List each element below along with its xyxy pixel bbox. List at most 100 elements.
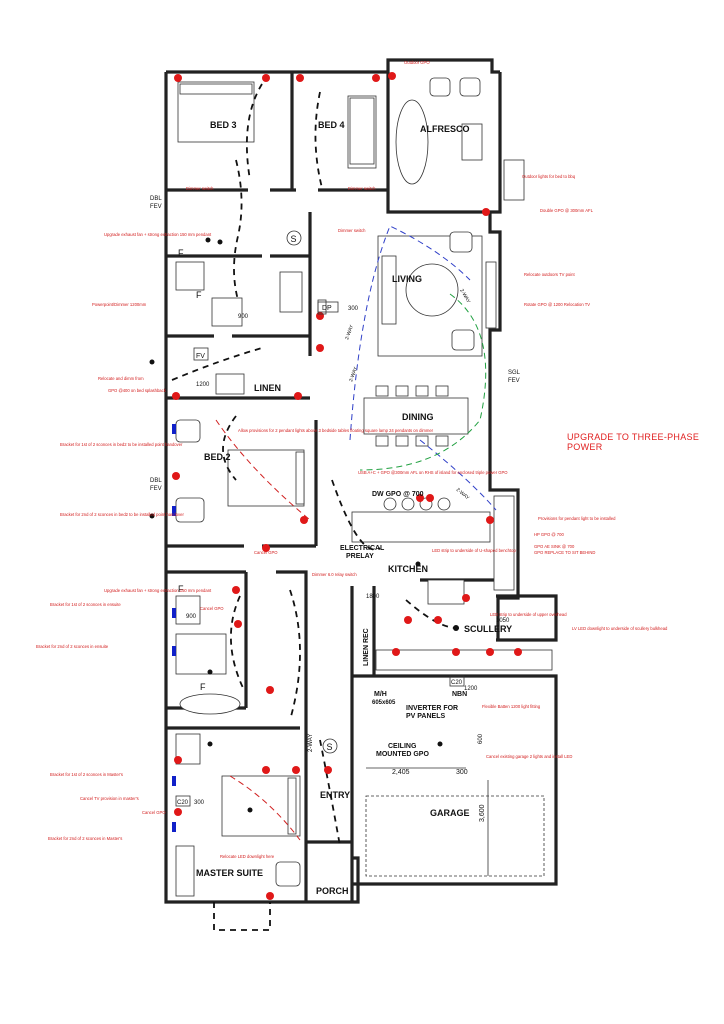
c20-label: C20 [177, 800, 189, 806]
svg-text:GPO @400 on bed splashback: GPO @400 on bed splashback [108, 388, 167, 393]
room-prelay: PRELAY [346, 553, 374, 560]
svg-text:2-WAY: 2-WAY [348, 366, 359, 383]
svg-text:Cancel GPO: Cancel GPO [254, 550, 278, 555]
data-point [172, 424, 176, 434]
svg-text:GPO AE SINK @ 700: GPO AE SINK @ 700 [534, 544, 575, 549]
svg-text:USB A+C + GPO @300mm AFL on RH: USB A+C + GPO @300mm AFL on RHS of islan… [358, 470, 508, 475]
sgl-fev-label: SGL [508, 370, 521, 376]
svg-text:S: S [291, 234, 297, 244]
svg-text:Cancel GPO: Cancel GPO [142, 810, 166, 815]
wiring [171, 83, 497, 931]
svg-text:1800: 1800 [366, 594, 380, 600]
svg-text:Upgrade exhaust fan + strong e: Upgrade exhaust fan + strong extraction … [104, 232, 212, 237]
nbn-label: NBN [452, 691, 467, 698]
ceiling-label: CEILING [388, 743, 417, 750]
light-points [149, 237, 459, 813]
s-circle-icon [322, 738, 338, 754]
f-letter-icon: F [178, 248, 184, 258]
room-kitchen: KITCHEN [388, 564, 428, 574]
svg-text:300: 300 [348, 306, 359, 312]
svg-text:Upgrade exhaust fan + strong e: Upgrade exhaust fan + strong extraction … [104, 588, 212, 593]
svg-text:2-WAY: 2-WAY [308, 734, 314, 752]
dining-table [363, 397, 469, 435]
room-garage: GARAGE [430, 808, 470, 818]
f-letter-icon: F [196, 290, 202, 300]
svg-text:2-WAY: 2-WAY [455, 487, 471, 502]
fv-label: FV [196, 353, 205, 360]
svg-text:2-WAY: 2-WAY [344, 324, 355, 341]
kitchen-bench [493, 495, 515, 591]
room-master: MASTER SUITE [196, 868, 263, 878]
svg-text:600: 600 [478, 733, 484, 744]
room-scullery: SCULLERY [464, 624, 512, 634]
symbols: S S F F F F FV DP C20 C20 DBL FEV DBL FE… [150, 196, 521, 807]
dp-label: DP [322, 305, 332, 312]
svg-text:Relocate and dimm from: Relocate and dimm from [98, 376, 144, 381]
svg-text:S: S [327, 742, 333, 752]
svg-text:Bracket for 2nd of 2 sconces i: Bracket for 2nd of 2 sconces in ensuite [36, 644, 109, 649]
room-labels: BED 3 BED 4 ALFRESCO LIVING DINING LINEN… [196, 120, 512, 896]
svg-text:1050: 1050 [496, 618, 510, 624]
gpo-point [174, 74, 182, 82]
dbl-fev-label: DBL [150, 478, 162, 484]
svg-text:GPO REPLACE TO SIT BEHIND: GPO REPLACE TO SIT BEHIND [534, 550, 595, 555]
svg-text:1200: 1200 [464, 686, 478, 692]
walls [164, 58, 558, 904]
pv-panels-label: PV PANELS [406, 713, 445, 720]
bathtub [179, 693, 241, 715]
svg-text:Outdoor GPO: Outdoor GPO [404, 60, 430, 65]
svg-text:Powerpoint/Dimmer 1200mm: Powerpoint/Dimmer 1200mm [92, 302, 147, 307]
furniture [175, 77, 553, 897]
svg-text:Cancel TV provision in master': Cancel TV provision in master's [80, 796, 139, 801]
svg-text:LV LED downlight to underside: LV LED downlight to underside of sculler… [572, 626, 668, 631]
outdoor-bbq [503, 159, 525, 201]
svg-text:Relocate outdoors TV point: Relocate outdoors TV point [524, 272, 576, 277]
room-porch: PORCH [316, 886, 349, 896]
svg-text:300: 300 [456, 769, 468, 776]
svg-text:2,405: 2,405 [392, 769, 410, 776]
svg-text:Dimmer 6.0 relay switch: Dimmer 6.0 relay switch [312, 572, 357, 577]
svg-text:Double GPO @ 300mm AFL: Double GPO @ 300mm AFL [540, 208, 594, 213]
svg-text:Rotate GPO @ 1200 Relocation T: Rotate GPO @ 1200 Relocation TV [524, 302, 590, 307]
svg-text:Outdoor lights for bed to bbq: Outdoor lights for bed to bbq [522, 174, 576, 179]
mounted-gpo-label: MOUNTED GPO [376, 751, 429, 758]
power-points [172, 72, 522, 900]
svg-text:Bracket for 2nd of 2 sconces i: Bracket for 2nd of 2 sconces in bed2 to … [60, 512, 184, 517]
svg-text:900: 900 [238, 314, 249, 320]
sgl-fev-label: FEV [508, 378, 520, 384]
laundry-grille [279, 271, 303, 313]
room-entry: ENTRY [320, 790, 350, 800]
f-letter-icon: F [178, 584, 184, 594]
svg-text:LED strip to underside of uppe: LED strip to underside of upper overhead [490, 612, 567, 617]
f-letter-icon: F [200, 682, 206, 692]
svg-text:Dimmer switch: Dimmer switch [186, 186, 214, 191]
svg-text:Cancel GPO: Cancel GPO [200, 606, 224, 611]
svg-text:900: 900 [186, 614, 197, 620]
scullery-bench [375, 649, 553, 671]
dbl-fev-label: FEV [150, 486, 162, 492]
annotations: Outdoor GPO Outdoor lights for bed to bb… [36, 60, 668, 859]
svg-text:300: 300 [194, 800, 205, 806]
upgrade-banner: UPGRADE TO THREE-PHASE POWER [567, 432, 700, 452]
svg-text:Bracket for 1st of 2 sconces i: Bracket for 1st of 2 sconces in bed2 to … [60, 442, 183, 447]
room-linen-rec: LINEN REC [363, 628, 370, 666]
svg-text:Cancel existing garage 2 light: Cancel existing garage 2 lights and inst… [486, 754, 572, 759]
svg-text:1200: 1200 [196, 382, 210, 388]
master-bed [221, 775, 301, 837]
bed2-bed [227, 449, 305, 507]
dbl-fev-label: FEV [150, 204, 162, 210]
svg-text:Dimmer switch: Dimmer switch [338, 228, 366, 233]
dw-gpo-label: DW GPO @ 700 [372, 491, 424, 498]
dbl-fev-label: DBL [150, 196, 162, 202]
svg-text:Allow provisions for 2 pendant: Allow provisions for 2 pendant lights ab… [238, 428, 434, 433]
svg-text:Bracket for 1st of 2 sconces i: Bracket for 1st of 2 sconces in ensuite [50, 602, 121, 607]
room-living: LIVING [392, 274, 422, 284]
svg-text:Relocate LED downlight here: Relocate LED downlight here [220, 854, 275, 859]
svg-text:Flexible Batten 1200 light fit: Flexible Batten 1200 light fitting [482, 704, 541, 709]
svg-text:3,600: 3,600 [479, 804, 486, 822]
svg-text:Provisions for pendant light t: Provisions for pendant light to be insta… [538, 516, 616, 521]
room-bed3: BED 3 [210, 120, 237, 130]
svg-text:Dimmer switch: Dimmer switch [348, 186, 376, 191]
inverter-label: INVERTER FOR [406, 705, 458, 712]
